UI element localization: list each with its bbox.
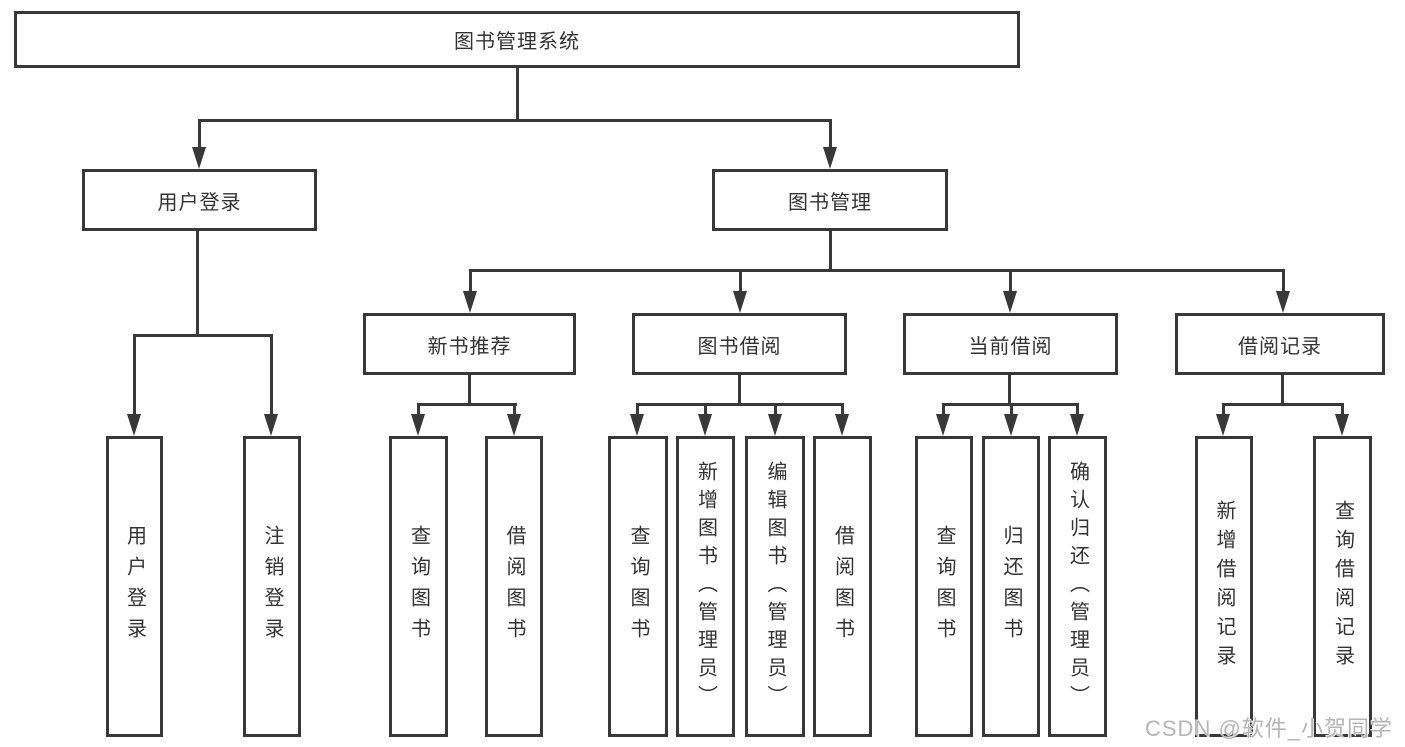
- arrow-down-icon: [507, 414, 521, 436]
- arrow-down-icon: [1276, 291, 1290, 313]
- leaf-query-borrow-record-label: 查询借阅记录: [1331, 499, 1354, 674]
- arrow-down-icon: [698, 414, 712, 436]
- leaf-query-book-2-label: 查询图书: [627, 524, 649, 649]
- arrow-down-icon: [1003, 291, 1017, 313]
- leaf-confirm-return-admin-label: 确认归还（管理员）: [1066, 460, 1089, 713]
- leaf-return-book: 归还图书: [982, 436, 1040, 737]
- leaf-borrow-book-2-label: 借阅图书: [831, 524, 854, 649]
- connector-line: [469, 269, 472, 295]
- arrow-down-icon: [1004, 414, 1018, 436]
- leaf-edit-book-admin: 编辑图书（管理员）: [745, 436, 805, 737]
- leaf-add-book-admin-label: 新增图书（管理员）: [694, 460, 717, 713]
- leaf-confirm-return-admin: 确认归还（管理员）: [1048, 436, 1107, 737]
- connector-line: [417, 403, 420, 419]
- connector-line: [1282, 269, 1285, 295]
- arrow-down-icon: [264, 414, 278, 436]
- arrow-down-icon: [630, 414, 644, 436]
- connector-line: [829, 119, 832, 153]
- connector-line: [704, 403, 707, 419]
- node-borrow-records: 借阅记录: [1175, 313, 1385, 375]
- node-current-borrow-label: 当前借阅: [968, 335, 1053, 358]
- connector-line: [1008, 375, 1011, 406]
- connector-line: [738, 375, 741, 406]
- node-book-management: 图书管理: [712, 169, 948, 231]
- arrow-down-icon: [823, 147, 837, 169]
- connector-line: [198, 119, 832, 122]
- node-user-login-label: 用户登录: [157, 191, 242, 214]
- leaf-add-borrow-record: 新增借阅记录: [1195, 436, 1253, 737]
- leaf-query-book-2: 查询图书: [608, 436, 668, 737]
- connector-line: [513, 403, 516, 419]
- arrow-down-icon: [733, 291, 747, 313]
- node-root: 图书管理系统: [14, 11, 1020, 68]
- connector-line: [1281, 375, 1284, 406]
- node-book-borrow: 图书借阅: [632, 313, 847, 375]
- connector-line: [468, 375, 471, 406]
- leaf-logout: 注销登录: [243, 436, 301, 737]
- node-book-management-label: 图书管理: [788, 191, 872, 214]
- watermark: CSDN @软件_小贺同学: [1145, 716, 1394, 741]
- node-current-borrow: 当前借阅: [903, 313, 1118, 375]
- connector-line: [270, 334, 273, 418]
- leaf-user-login-label: 用户登录: [123, 524, 146, 649]
- connector-line: [1010, 403, 1013, 419]
- leaf-query-book-1-label: 查询图书: [407, 524, 430, 649]
- node-book-borrow-label: 图书借阅: [697, 335, 782, 358]
- leaf-borrow-book-1: 借阅图书: [485, 436, 543, 737]
- connector-line: [1009, 269, 1012, 295]
- arrow-down-icon: [835, 414, 849, 436]
- arrow-down-icon: [411, 414, 425, 436]
- node-new-book-recommend: 新书推荐: [363, 313, 576, 375]
- connector-line: [469, 269, 1285, 272]
- arrow-down-icon: [768, 414, 782, 436]
- node-new-book-recommend-label: 新书推荐: [427, 335, 512, 358]
- arrow-down-icon: [463, 291, 477, 313]
- leaf-return-book-label: 归还图书: [1000, 524, 1022, 649]
- arrow-down-icon: [936, 414, 950, 436]
- connector-line: [198, 119, 201, 153]
- node-root-label: 图书管理系统: [454, 31, 580, 53]
- connector-line: [196, 231, 199, 337]
- arrow-down-icon: [1216, 414, 1230, 436]
- leaf-add-borrow-record-label: 新增借阅记录: [1213, 499, 1235, 674]
- connector-line: [636, 403, 639, 419]
- arrow-down-icon: [1070, 414, 1084, 436]
- leaf-borrow-book-2: 借阅图书: [813, 436, 872, 737]
- connector-line: [739, 269, 742, 295]
- leaf-query-borrow-record: 查询借阅记录: [1313, 436, 1372, 737]
- node-user-login: 用户登录: [82, 169, 317, 231]
- connector-line: [133, 334, 273, 337]
- arrow-down-icon: [1335, 414, 1349, 436]
- connector-line: [829, 231, 832, 272]
- connector-line: [516, 67, 519, 122]
- leaf-logout-label: 注销登录: [261, 524, 283, 649]
- leaf-edit-book-admin-label: 编辑图书（管理员）: [764, 460, 786, 713]
- connector-line: [1341, 403, 1344, 419]
- connector-line: [417, 403, 517, 406]
- connector-line: [774, 403, 777, 419]
- connector-line: [942, 403, 945, 419]
- arrow-down-icon: [192, 147, 206, 169]
- leaf-borrow-book-1-label: 借阅图书: [503, 524, 525, 649]
- leaf-query-book-3-label: 查询图书: [933, 524, 955, 649]
- connector-line: [1076, 403, 1079, 419]
- connector-line: [133, 334, 136, 418]
- connector-line: [1222, 403, 1225, 419]
- connector-line: [1222, 403, 1344, 406]
- node-borrow-records-label: 借阅记录: [1238, 335, 1322, 358]
- connector-line: [636, 403, 844, 406]
- leaf-user-login: 用户登录: [106, 436, 163, 737]
- arrow-down-icon: [127, 414, 141, 436]
- leaf-add-book-admin: 新增图书（管理员）: [676, 436, 735, 737]
- connector-line: [841, 403, 844, 419]
- leaf-query-book-3: 查询图书: [915, 436, 973, 737]
- leaf-query-book-1: 查询图书: [389, 436, 448, 737]
